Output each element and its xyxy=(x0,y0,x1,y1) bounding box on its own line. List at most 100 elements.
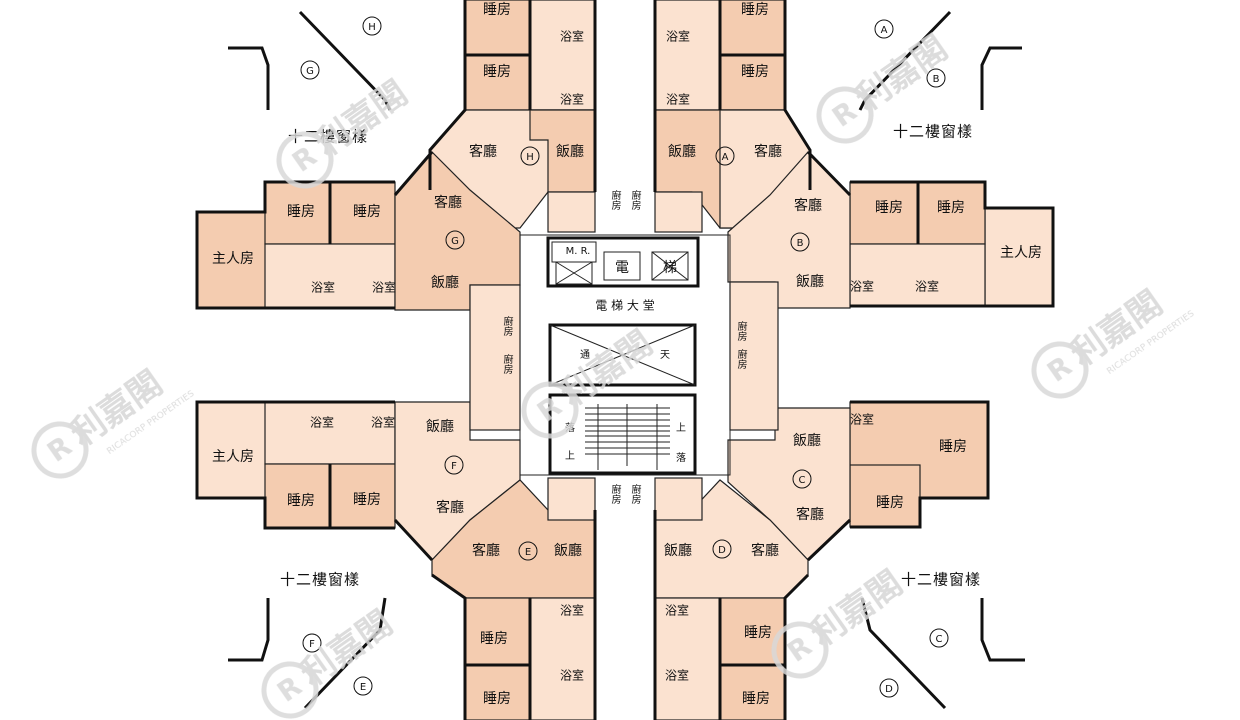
bathroom-label: 浴室 xyxy=(560,668,584,683)
bedroom-label: 睡房 xyxy=(483,64,511,80)
flat-markers: H A G B F C E D H G A B F E C D xyxy=(300,16,949,698)
svg-text:C: C xyxy=(936,634,943,645)
bedroom-label: 睡房 xyxy=(353,492,381,508)
kitchen-label: 廚房 xyxy=(501,353,513,375)
twelfth-floor-note: 十二樓窗樣 xyxy=(280,571,360,589)
stair-up-label: 上 xyxy=(676,422,686,434)
kitchen-label: 廚房 xyxy=(629,483,641,505)
dining-label: 飯廳 xyxy=(556,143,584,160)
bathroom-label: 浴室 xyxy=(371,415,395,430)
bedroom-label: 睡房 xyxy=(480,631,508,647)
lift-label: 梯 xyxy=(663,260,677,276)
lift-label: 電 xyxy=(615,260,629,276)
bathroom-label: 浴室 xyxy=(666,29,690,44)
bedroom-label: 睡房 xyxy=(876,495,904,511)
dining-label: 飯廳 xyxy=(426,418,454,435)
bathroom-label: 浴室 xyxy=(915,279,939,294)
window-marker-b: B xyxy=(926,68,946,88)
window-marker-c: C xyxy=(929,628,949,648)
watermark-text: 利嘉閣 xyxy=(309,73,415,164)
svg-text:E: E xyxy=(525,547,531,558)
bedroom-label: 睡房 xyxy=(741,2,769,18)
twelfth-floor-notes: 十二樓窗樣 十二樓窗樣 十二樓窗樣 十二樓窗樣 xyxy=(280,123,981,589)
living-label: 客廳 xyxy=(469,143,497,160)
dining-label: 飯廳 xyxy=(793,432,821,449)
kitchen-label: 廚房 xyxy=(609,483,621,505)
kitchen-label: 廚房 xyxy=(735,348,747,370)
svg-text:H: H xyxy=(526,152,534,163)
bathroom-label: 浴室 xyxy=(560,29,584,44)
flat-marker-h: H xyxy=(520,146,540,166)
window-sketches xyxy=(228,10,1025,710)
flat-marker-b: B xyxy=(790,232,810,252)
window-marker-e: E xyxy=(353,676,373,696)
flat-marker-f: F xyxy=(444,455,464,475)
room-labels: 睡房 睡房 浴室 浴室 客廳 飯廳 睡房 睡房 浴室 浴室 飯廳 客廳 客廳 睡… xyxy=(212,2,1042,707)
bedroom-label: 睡房 xyxy=(483,691,511,707)
flat-marker-d: D xyxy=(712,539,732,559)
living-label: 客廳 xyxy=(754,143,782,160)
bathroom-label: 浴室 xyxy=(850,412,874,427)
bathroom-label: 浴室 xyxy=(560,92,584,107)
svg-text:A: A xyxy=(722,152,729,163)
bathroom-label: 浴室 xyxy=(310,415,334,430)
window-marker-a: A xyxy=(874,19,894,39)
dining-label: 飯廳 xyxy=(796,273,824,290)
bedroom-label: 睡房 xyxy=(875,200,903,216)
svg-text:F: F xyxy=(309,639,315,650)
kitchen-label: 廚房 xyxy=(609,189,621,211)
bedroom-label: 睡房 xyxy=(483,2,511,18)
master-label: 主人房 xyxy=(212,251,254,267)
dining-label: 飯廳 xyxy=(668,143,696,160)
flat-marker-g: G xyxy=(445,230,465,250)
kitchen-label: 廚房 xyxy=(629,189,641,211)
living-label: 客廳 xyxy=(436,499,464,516)
dining-label: 飯廳 xyxy=(431,274,459,291)
bathroom-label: 浴室 xyxy=(560,603,584,618)
bathroom-label: 浴室 xyxy=(665,668,689,683)
void-label: 通 xyxy=(580,349,590,361)
twelfth-floor-note: 十二樓窗樣 xyxy=(901,571,981,589)
living-label: 客廳 xyxy=(472,542,500,559)
svg-text:H: H xyxy=(368,22,376,33)
lift-lobby-label: 電 梯 大 堂 xyxy=(595,299,654,313)
watermark-text: 利嘉閣 xyxy=(804,563,910,654)
twelfth-floor-note: 十二樓窗樣 xyxy=(893,123,973,141)
svg-text:D: D xyxy=(718,545,726,556)
svg-text:G: G xyxy=(306,66,314,77)
bedroom-label: 睡房 xyxy=(741,64,769,80)
bedroom-label: 睡房 xyxy=(744,625,772,641)
svg-text:E: E xyxy=(360,682,366,693)
kitchen-label: 廚房 xyxy=(501,315,513,337)
kitchen-label: 廚房 xyxy=(735,320,747,342)
core xyxy=(519,234,731,476)
svg-text:F: F xyxy=(451,461,457,472)
master-label: 主人房 xyxy=(1000,245,1042,261)
bathroom-label: 浴室 xyxy=(311,280,335,295)
window-marker-d: D xyxy=(879,678,899,698)
watermarks: 利嘉閣 RICACORP PROPERTIES 利嘉閣 RICACORP PRO… xyxy=(24,28,1197,720)
bathroom-label: 浴室 xyxy=(850,279,874,294)
bedroom-label: 睡房 xyxy=(939,439,967,455)
stair-up-label: 上 xyxy=(565,450,575,462)
living-label: 客廳 xyxy=(751,542,779,559)
watermark-text: 利嘉閣 xyxy=(554,323,660,414)
living-label: 客廳 xyxy=(796,506,824,523)
bedroom-label: 睡房 xyxy=(287,204,315,220)
dining-label: 飯廳 xyxy=(664,542,692,559)
flat-marker-a: A xyxy=(715,146,735,166)
stair-down-label: 落 xyxy=(676,452,686,464)
svg-text:B: B xyxy=(933,74,940,85)
flat-marker-e: E xyxy=(518,541,538,561)
bedroom-label: 睡房 xyxy=(937,200,965,216)
bedroom-label: 睡房 xyxy=(742,691,770,707)
svg-text:A: A xyxy=(881,25,888,36)
dining-label: 飯廳 xyxy=(554,542,582,559)
machine-room-label: M. R. xyxy=(566,246,591,257)
living-label: 客廳 xyxy=(794,197,822,214)
walls xyxy=(195,0,1055,720)
svg-text:C: C xyxy=(799,475,806,486)
svg-text:D: D xyxy=(885,684,893,695)
window-marker-g: G xyxy=(300,60,320,80)
